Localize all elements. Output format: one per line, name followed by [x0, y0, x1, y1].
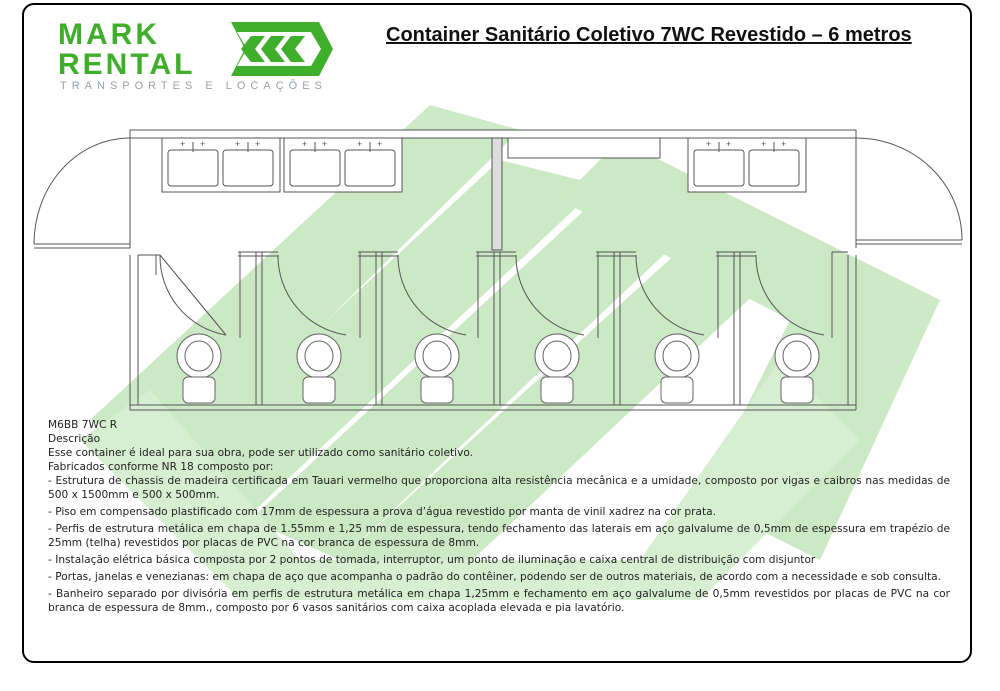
- page-title: Container Sanitário Coletivo 7WC Revesti…: [386, 24, 912, 46]
- svg-text:+: +: [322, 139, 327, 149]
- stall-partitions: [138, 251, 848, 405]
- toilet: [774, 333, 820, 404]
- sink-unit: + + + +: [161, 137, 281, 193]
- description-block: M6BB 7WC R Descrição Esse container é id…: [48, 418, 950, 618]
- spec-item-bathroom: - Banheiro separado por divisória em per…: [48, 588, 950, 614]
- toilet: [176, 333, 222, 404]
- spec-item-profiles: - Perfis de estrutura metálica em chapa …: [48, 523, 950, 549]
- model-code: M6BB 7WC R: [48, 419, 118, 431]
- manufacture-heading: Fabricados conforme NR 18 composto por:: [48, 461, 274, 473]
- spec-item-doors: - Portas, janelas e venezianas: em chapa…: [48, 571, 942, 583]
- description-text: Esse container é ideal para sua obra, po…: [48, 447, 473, 459]
- spec-item-floor: - Piso em compensado plastificado com 17…: [48, 506, 717, 518]
- toilet: [654, 333, 700, 404]
- svg-text:+: +: [302, 139, 307, 149]
- svg-text:+: +: [357, 139, 362, 149]
- svg-text:+: +: [235, 139, 240, 149]
- description-heading: Descrição: [48, 433, 101, 445]
- logo-word-rental: RENTAL: [58, 48, 196, 81]
- svg-text:+: +: [255, 139, 260, 149]
- toilets: [176, 333, 820, 404]
- toilet: [296, 333, 342, 404]
- stall-doors: [155, 254, 825, 336]
- sink-unit: + + + +: [283, 137, 403, 193]
- svg-text:+: +: [781, 139, 786, 149]
- logo-chevron-emblem: [231, 22, 333, 76]
- svg-text:+: +: [761, 139, 766, 149]
- svg-text:+: +: [180, 139, 185, 149]
- toilet: [534, 333, 580, 404]
- svg-text:+: +: [706, 139, 711, 149]
- brand-logo: MARK RENTAL TRANSPORTES E LOCAÇÕES: [58, 18, 338, 108]
- logo-tagline: TRANSPORTES E LOCAÇÕES: [60, 80, 327, 92]
- toilet: [414, 333, 460, 404]
- svg-text:+: +: [200, 139, 205, 149]
- svg-text:+: +: [726, 139, 731, 149]
- logo-word-mark: MARK: [58, 18, 160, 51]
- spec-item-chassis: - Estrutura de chassis de madeira certif…: [48, 475, 950, 501]
- svg-text:+: +: [377, 139, 382, 149]
- sink-unit: + + + +: [687, 137, 807, 193]
- spec-item-electrical: - Instalação elétrica básica composta po…: [48, 554, 816, 566]
